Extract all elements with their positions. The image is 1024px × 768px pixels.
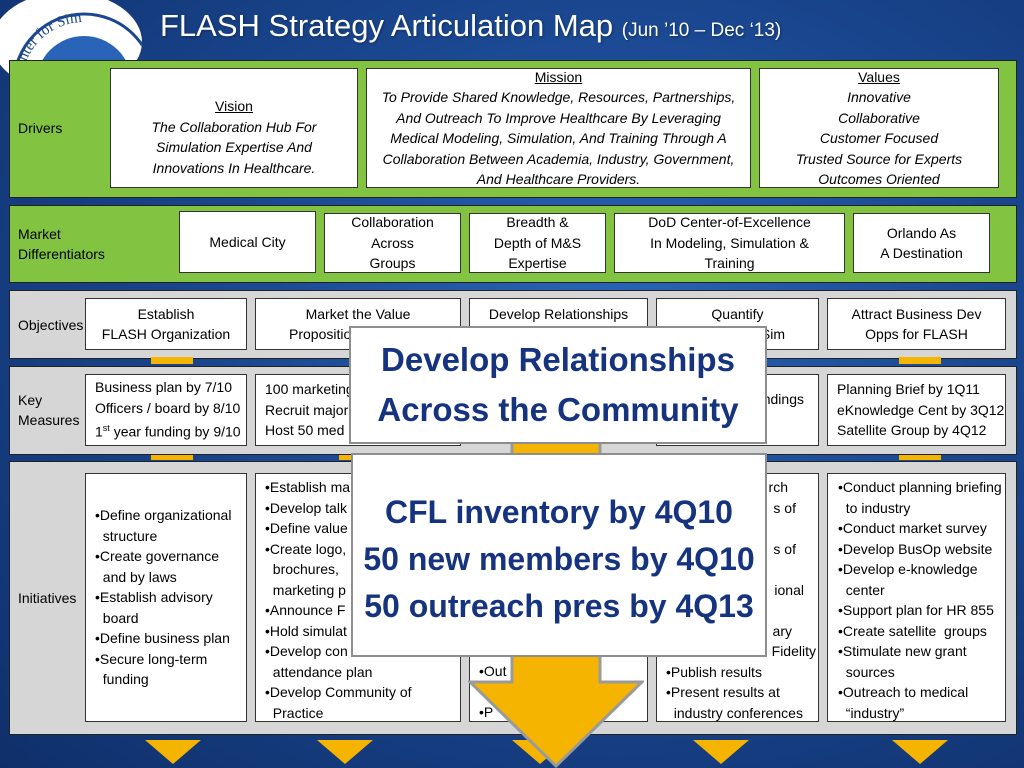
callout-measures: CFL inventory by 4Q10 50 new members by … [351,453,767,657]
mission-line: To Provide Shared Knowledge, Resources, … [381,89,736,105]
differentiator-dod-center: DoD Center-of-Excellence In Modeling, Si… [614,213,845,273]
down-arrow-icon [145,740,201,764]
vision-line: The Collaboration Hub For [151,118,317,135]
drivers-label: Drivers [18,120,63,136]
connector-tab [151,357,193,364]
measures-attract-business: Planning Brief by 1Q11 eKnowledge Cent b… [827,374,1006,446]
differentiator-orlando: Orlando As A Destination [853,213,990,273]
differentiator-collaboration: Collaboration Across Groups [324,213,461,273]
vision-line: Simulation Expertise And [156,139,312,155]
vision-line: Innovations In Healthcare. [152,159,316,176]
connector-tab [899,453,941,460]
values-heading: Values [858,68,900,85]
values-line: Outcomes Oriented [818,171,940,187]
mission-line: And Outreach To Improve Healthcare By Le… [396,109,721,126]
callout-line: Across the Community [377,391,739,428]
values-line: Innovative [847,89,911,105]
values-line: Trusted Source for Experts [795,150,963,167]
callout-develop-relationships: Develop Relationships Across the Communi… [349,326,767,444]
title-text: FLASH Strategy Articulation Map [160,8,614,43]
callout-line: 50 outreach pres by 4Q13 [364,587,754,624]
down-arrow-icon [317,740,373,764]
down-arrow-icon [892,740,948,764]
mission-line: Collaboration Between Academia, Industry… [382,150,735,167]
key-measures-label: Key Measures [18,392,80,428]
mission-heading: Mission [534,68,583,85]
values-line: Collaborative [838,109,920,126]
measures-establish: Business plan by 7/10 Officers / board b… [85,374,247,446]
objective-attract-business: Attract Business Dev Opps for FLASH [827,298,1006,350]
objective-establish: Establish FLASH Organization [85,298,247,350]
callout-line: 50 new members by 4Q10 [363,540,755,577]
vision-heading: Vision [215,98,253,114]
differentiator-medical-city: Medical City [179,211,316,273]
vision-box: Vision The Collaboration Hub For Simulat… [110,68,358,188]
mission-line: Medical Modeling, Simulation, And Traini… [390,130,727,146]
values-box: Values Innovative Collaborative Customer… [759,68,999,188]
initiatives-label: Initiatives [18,590,77,606]
callout-line: Develop Relationships [381,341,735,378]
connector-tab [899,357,941,364]
down-arrow-icon [693,740,749,764]
values-line: Customer Focused [819,130,939,146]
differentiator-breadth-depth: Breadth & Depth of M&S Expertise [469,213,606,273]
differentiators-label: Market Differentiators [18,226,105,262]
title-date-range: (Jun ’10 – Dec ‘13) [621,20,782,41]
initiatives-attract-business: •Conduct planning briefing to industry •… [827,473,1006,722]
mission-box: Mission To Provide Shared Knowledge, Res… [366,68,751,188]
initiatives-establish: •Define organizational structure •Create… [85,473,247,722]
connector-tab [151,453,193,460]
page-title: FLASH Strategy Articulation Map (Jun ’10… [160,8,781,44]
mission-line: And Healthcare Providers. [476,171,641,187]
objectives-label: Objectives [18,317,84,333]
callout-line: CFL inventory by 4Q10 [385,493,733,530]
